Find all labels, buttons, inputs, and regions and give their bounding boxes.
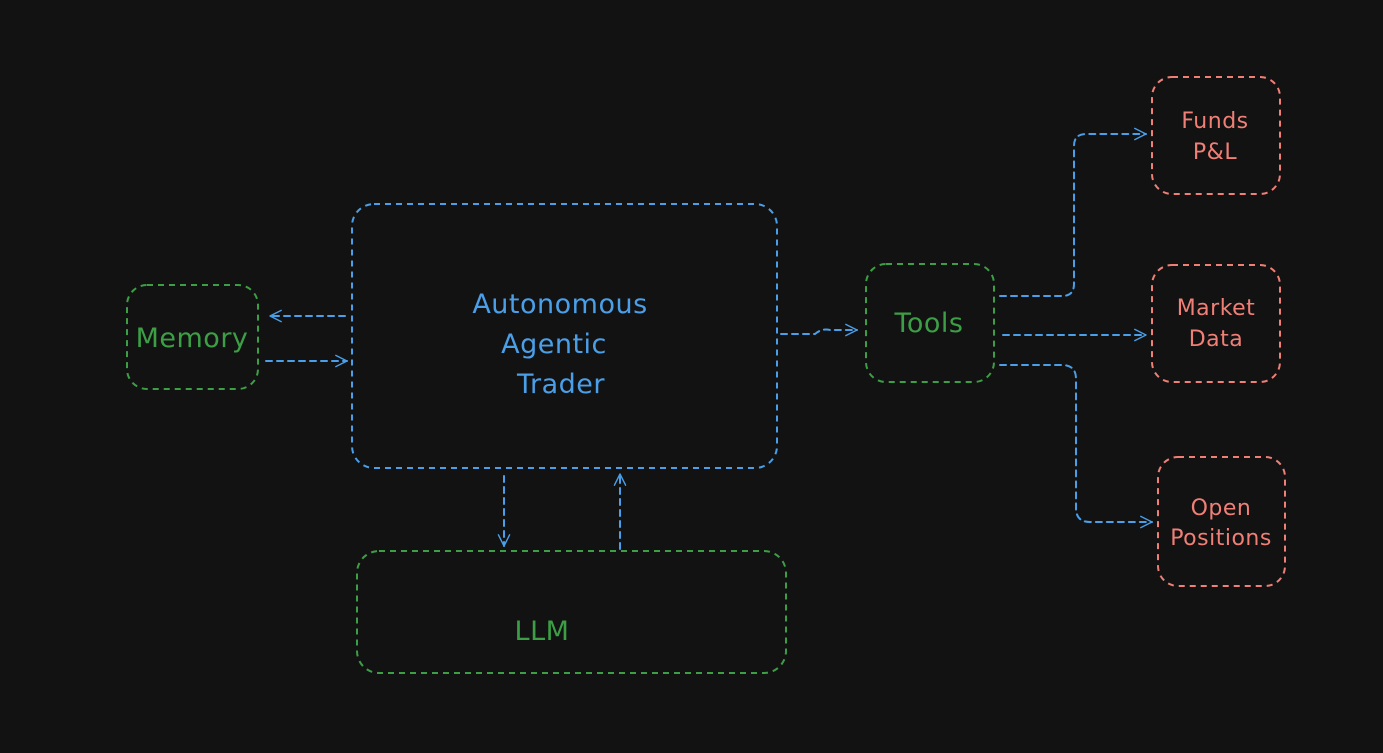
positions-label-line2: Positions xyxy=(1170,526,1272,551)
memory-label: Memory xyxy=(136,323,249,354)
trader-box xyxy=(351,203,778,469)
funds-box xyxy=(1151,76,1281,195)
memory-box xyxy=(126,284,259,390)
tools-label: Tools xyxy=(893,308,963,339)
tools-box xyxy=(865,263,995,383)
market-label-line1: Market xyxy=(1177,296,1256,321)
edge-tools-to-positions xyxy=(999,364,1153,529)
llm-label: LLM xyxy=(515,616,570,647)
market-box xyxy=(1151,264,1281,383)
funds-label-line1: Funds xyxy=(1181,109,1248,134)
trader-label-line2: Agentic xyxy=(501,329,607,360)
trader-label-line1: Autonomous xyxy=(472,289,647,320)
trader-label-line3: Trader xyxy=(516,369,605,400)
edge-trader-to-tools xyxy=(780,323,858,337)
market-label-line2: Data xyxy=(1189,327,1244,352)
llm-box xyxy=(356,550,787,674)
positions-label-line1: Open xyxy=(1191,496,1252,521)
funds-label-line2: P&L xyxy=(1193,140,1237,165)
edge-tools-to-funds xyxy=(999,127,1147,297)
positions-box xyxy=(1157,456,1286,587)
